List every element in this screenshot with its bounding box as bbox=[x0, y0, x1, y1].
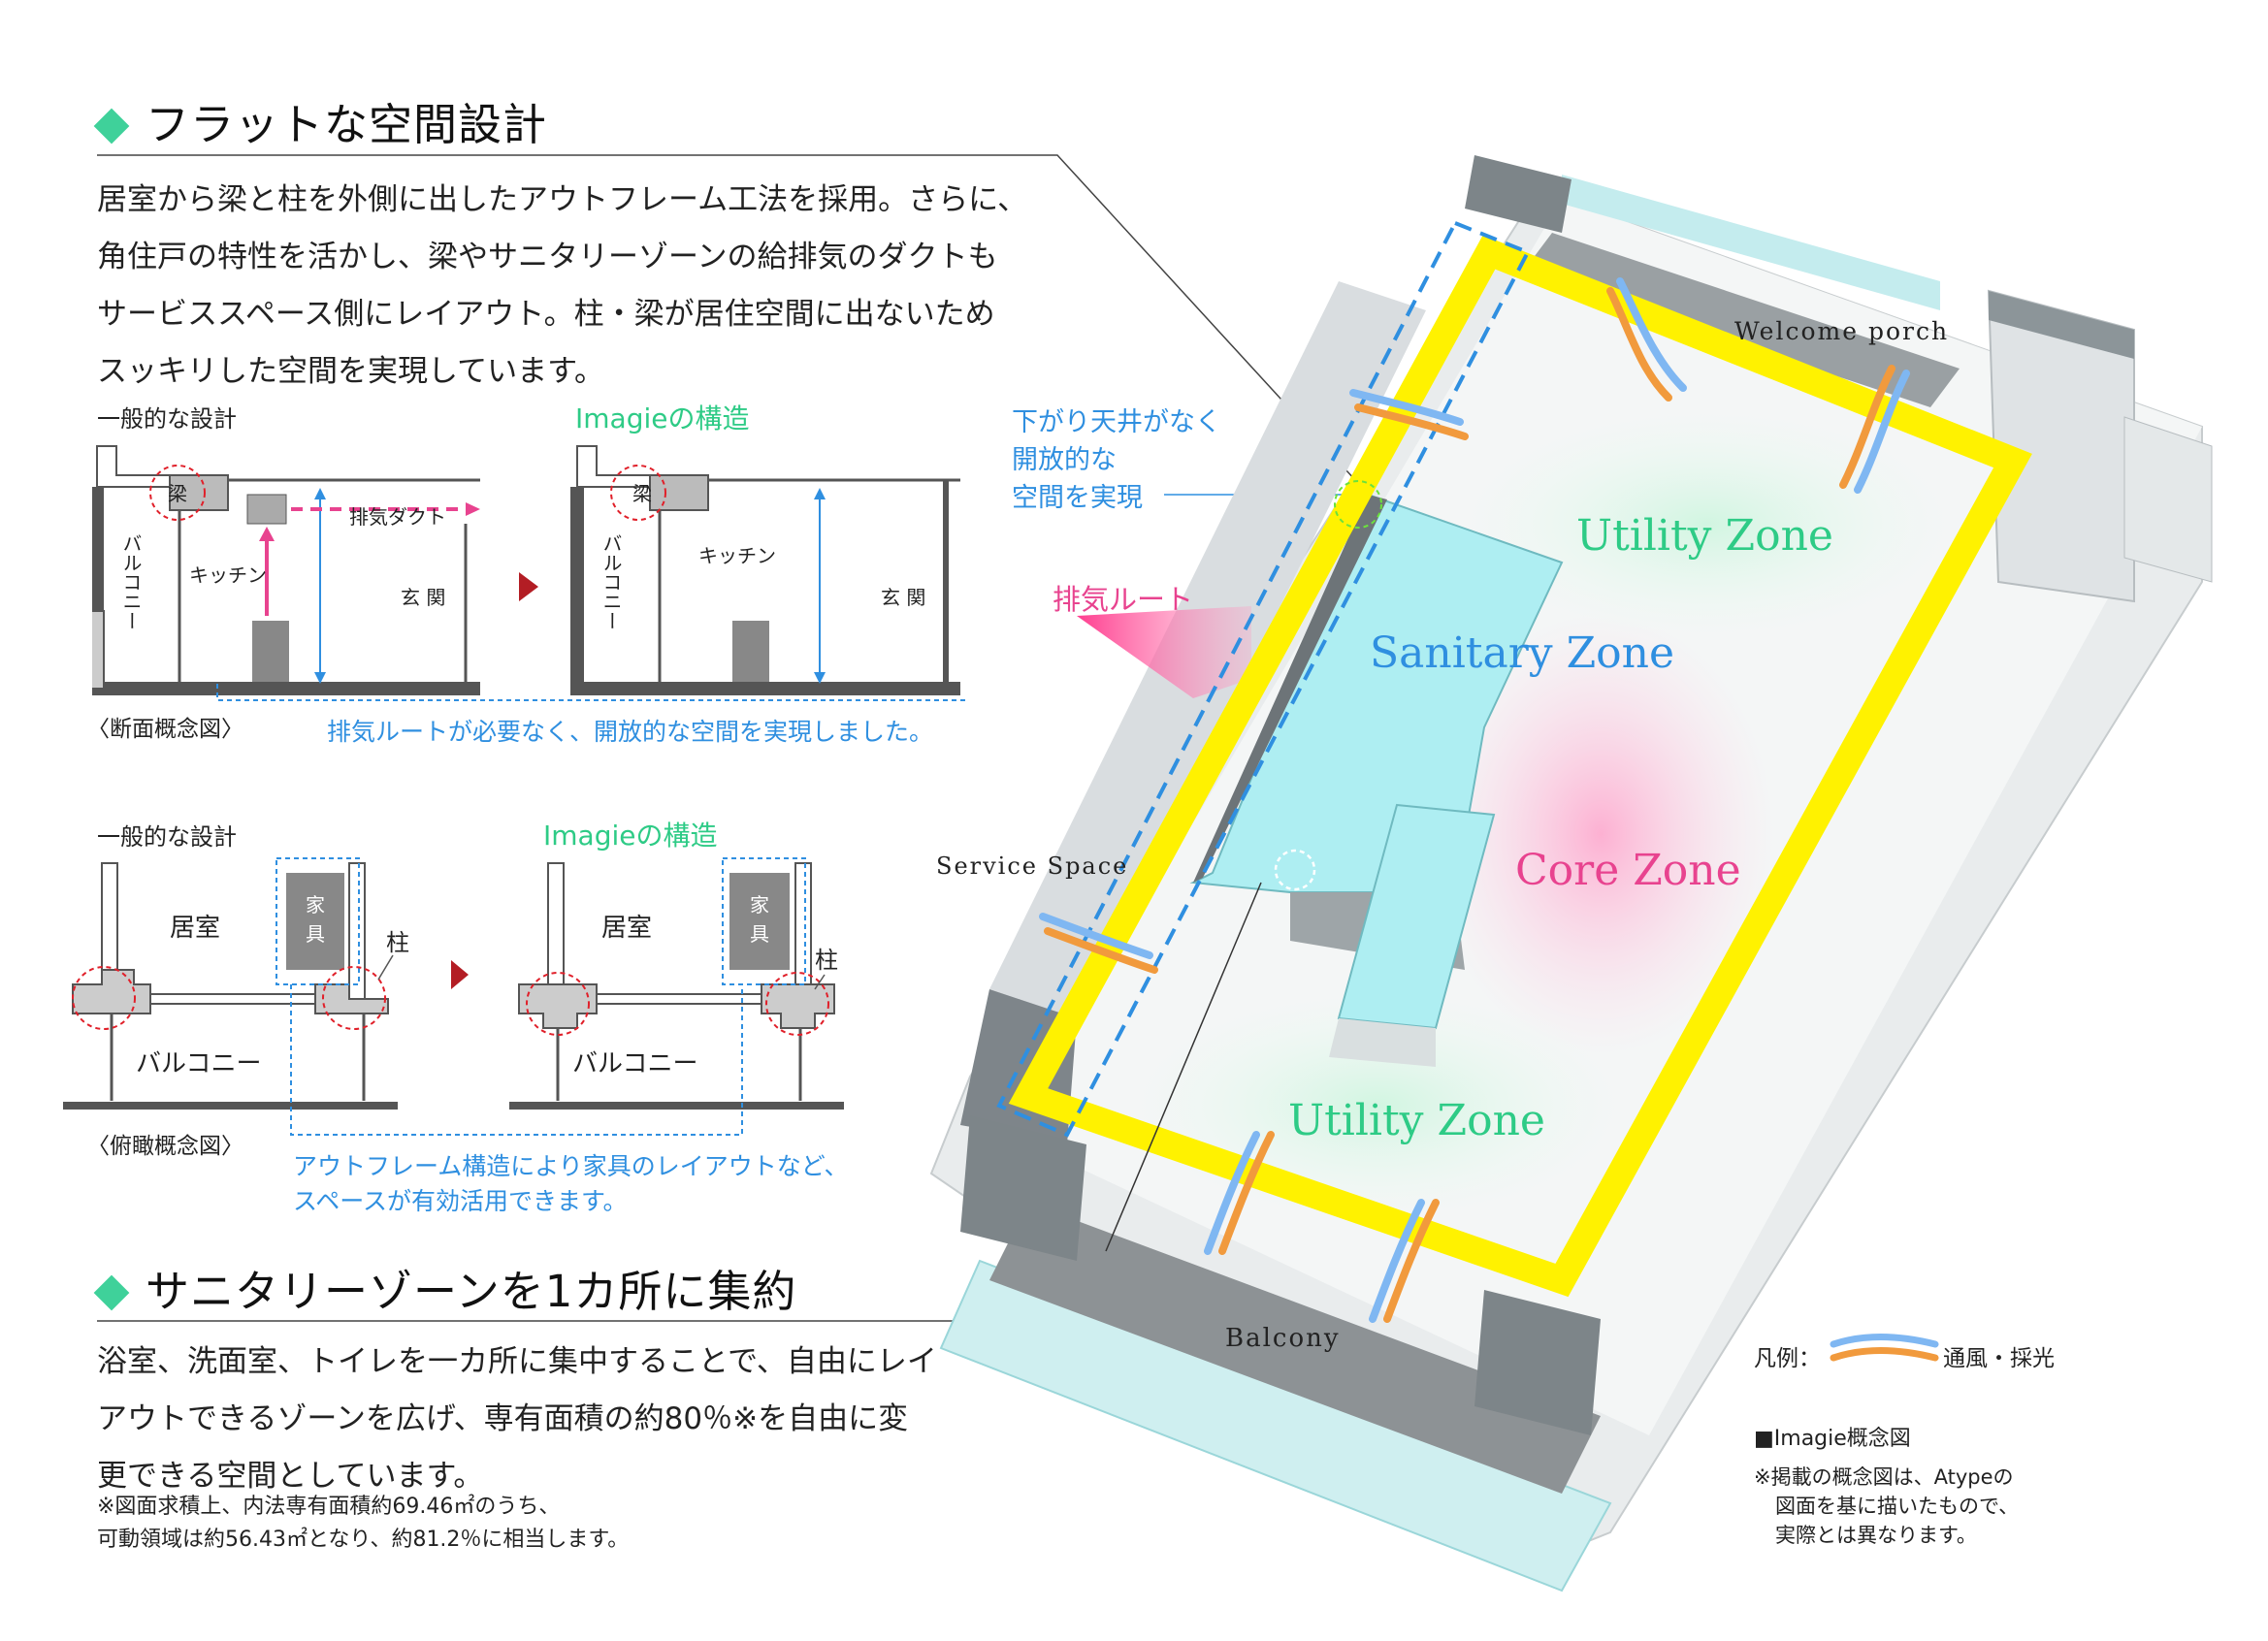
plan-imagie-drawing: 居室 家 具 柱 バルコニー bbox=[509, 857, 844, 1110]
svg-text:玄 関: 玄 関 bbox=[401, 586, 445, 609]
section2-body: 浴室、洗面室、トイレを一カ所に集中することで、自由にレイ アウトできるゾーンを広… bbox=[97, 1344, 937, 1494]
section-diagram: 梁 排気ダクト キッチン 玄 関 バルコニー 梁 キッチン 玄 関 バルコニー bbox=[92, 445, 965, 701]
svg-text:玄 関: 玄 関 bbox=[881, 586, 925, 609]
service-space-label: Service Space bbox=[936, 853, 1129, 880]
plan-general-drawing: 居室 家 具 柱 バルコニー bbox=[63, 857, 409, 1110]
svg-text:居室: 居室 bbox=[170, 914, 220, 943]
utility-zone-top-glow bbox=[1455, 407, 1960, 640]
sanitary-zone-label: Sanitary Zone bbox=[1370, 628, 1675, 678]
utility-zone-bottom-label: Utility Zone bbox=[1288, 1096, 1545, 1145]
plan-note: アウトフレーム構造により家具のレイアウトなど、 スペースが有効活用できます。 bbox=[293, 1152, 849, 1215]
svg-text:キッチン: キッチン bbox=[189, 563, 267, 587]
yellow-frame bbox=[1008, 235, 2032, 1298]
airflow-legend-icon bbox=[1830, 1334, 1939, 1362]
section-imagie-label: Imagieの構造 bbox=[575, 402, 750, 434]
section-caption: 〈断面概念図〉 bbox=[87, 717, 243, 742]
svg-text:梁: 梁 bbox=[168, 482, 187, 505]
welcome-porch-floor bbox=[1523, 233, 1960, 407]
ceiling-callout: 下がり天井がなく 開放的な 空間を実現 bbox=[1012, 407, 1221, 513]
section-imagie-drawing: 梁 キッチン 玄 関 バルコニー bbox=[570, 445, 960, 695]
section1-body: 居室から梁と柱を外側に出したアウトフレーム工法を採用。さらに、 角住戸の特性を活… bbox=[97, 182, 1028, 389]
svg-text:排気ダクト: 排気ダクト bbox=[349, 505, 446, 529]
plan-diagram: 居室 家 具 柱 バルコニー 居室 家 具 柱 バルコニー bbox=[63, 857, 844, 1136]
svg-text:具: 具 bbox=[306, 922, 325, 946]
exhaust-route-label: 排気ルート bbox=[1053, 583, 1194, 616]
svg-text:梁: 梁 bbox=[632, 482, 652, 505]
legend-label: 凡例： bbox=[1754, 1346, 1821, 1371]
svg-text:バルコニー: バルコニー bbox=[119, 533, 143, 630]
utility-zone-top-label: Utility Zone bbox=[1576, 511, 1833, 561]
exhaust-route-arrow bbox=[1077, 606, 1251, 698]
section-note: 排気ルートが必要なく、開放的な空間を実現しました。 bbox=[327, 718, 934, 746]
plan-imagie-label: Imagieの構造 bbox=[543, 820, 718, 852]
section-general-drawing: 梁 排気ダクト キッチン 玄 関 バルコニー bbox=[92, 445, 480, 695]
section2-note: ※図面求積上、内法専有面積約69.46㎡のうち、 可動領域は約56.43㎡となり… bbox=[97, 1495, 630, 1552]
section2-heading: サニタリーゾーンを1カ所に集約 bbox=[87, 1256, 796, 1319]
svg-text:柱: 柱 bbox=[386, 929, 409, 956]
legend-note: ※掲載の概念図は、Atypeの 図面を基に描いたもので、 実際とは異なります。 bbox=[1754, 1465, 2020, 1547]
duct-dashed-outline bbox=[996, 220, 1531, 1138]
triangle-arrow-icon bbox=[451, 960, 469, 989]
svg-text:居室: 居室 bbox=[601, 914, 652, 943]
svg-text:家: 家 bbox=[750, 893, 769, 917]
triangle-arrow-icon bbox=[519, 572, 538, 601]
welcome-porch-label: Welcome porch bbox=[1734, 317, 1950, 345]
legend-title: ■Imagie概念図 bbox=[1754, 1427, 1911, 1451]
svg-text:バルコニー: バルコニー bbox=[136, 1049, 261, 1078]
svg-text:バルコニー: バルコニー bbox=[572, 1049, 697, 1078]
section-general-label: 一般的な設計 bbox=[97, 405, 237, 433]
svg-text:具: 具 bbox=[750, 922, 769, 946]
svg-text:バルコニー: バルコニー bbox=[599, 533, 623, 630]
core-zone-glow bbox=[1426, 611, 1775, 1057]
core-zone-label: Core Zone bbox=[1515, 846, 1741, 895]
balcony-label: Balcony bbox=[1225, 1324, 1341, 1353]
airflow-icons bbox=[1039, 277, 1910, 1323]
plan-general-label: 一般的な設計 bbox=[97, 823, 237, 851]
plan-caption: 〈俯瞰概念図〉 bbox=[87, 1134, 243, 1159]
svg-text:柱: 柱 bbox=[815, 947, 838, 974]
svg-text:キッチン: キッチン bbox=[698, 544, 776, 567]
legend-value: 通風・採光 bbox=[1943, 1346, 2055, 1371]
svg-text:家: 家 bbox=[306, 893, 325, 917]
section1-heading: フラットな空間設計 bbox=[87, 89, 547, 152]
